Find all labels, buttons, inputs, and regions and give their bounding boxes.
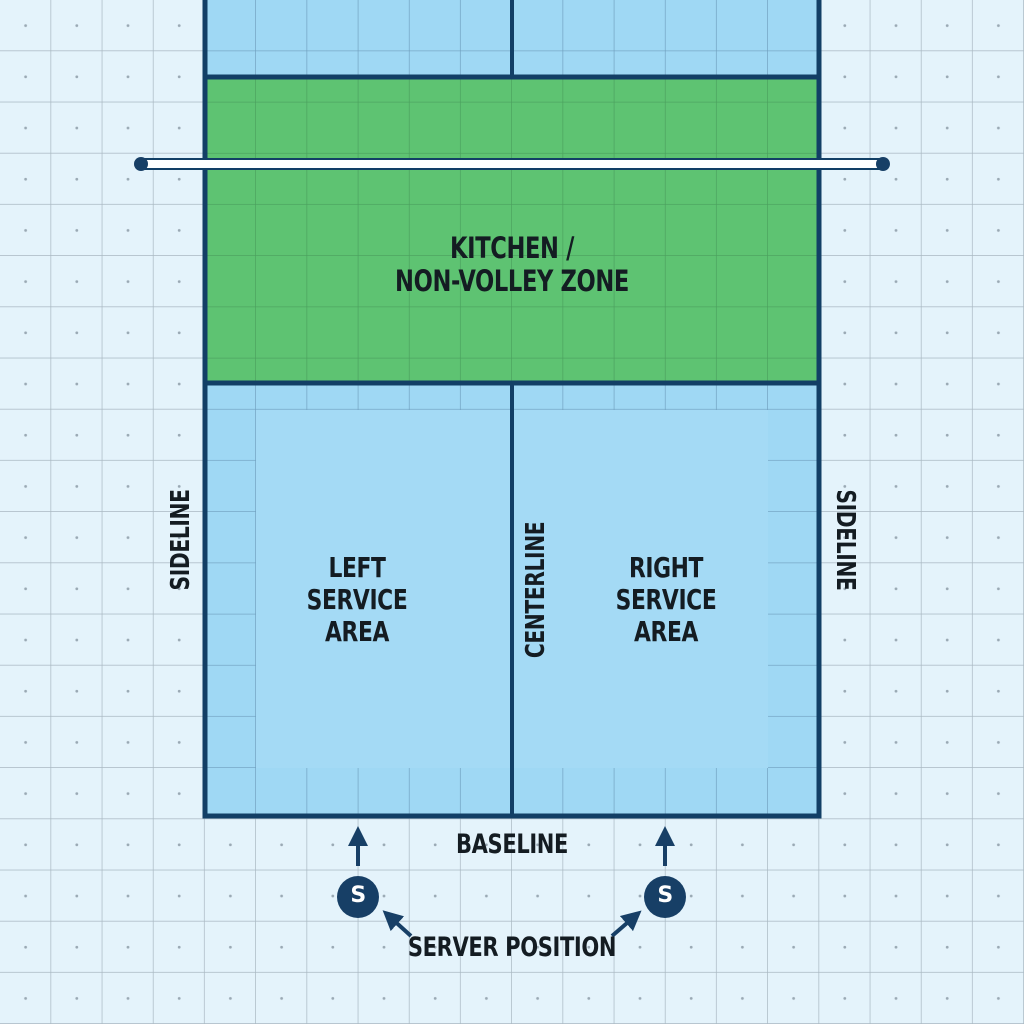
server-position-label: SERVER POSITION xyxy=(407,932,617,963)
sideline-left-label: SIDELINE xyxy=(166,489,197,591)
server-marker-right-letter: S xyxy=(657,883,673,908)
right-service-area-label: RIGHT SERVICE AREA xyxy=(566,551,766,649)
left-service-area-label: LEFT SERVICE AREA xyxy=(257,551,457,649)
court-lines xyxy=(202,0,822,819)
sideline-right-label: SIDELINE xyxy=(829,489,860,591)
centerline-label: CENTERLINE xyxy=(521,521,552,659)
net-post-right xyxy=(876,157,890,171)
kitchen-zone xyxy=(205,79,819,383)
right-service-line3: AREA xyxy=(634,615,698,649)
right-service-line2: SERVICE xyxy=(615,583,717,617)
left-service-line1: LEFT xyxy=(328,551,386,584)
server-direction-arrows xyxy=(348,826,675,938)
server-marker-left xyxy=(337,876,379,918)
baseline-label: BASELINE xyxy=(455,829,569,860)
right-service-line1: RIGHT xyxy=(628,551,704,584)
kitchen-label-line1: KITCHEN / xyxy=(450,231,574,265)
net xyxy=(134,157,890,171)
server-marker-left-letter: S xyxy=(350,883,366,908)
left-service-line3: AREA xyxy=(325,615,389,649)
server-marker-right xyxy=(644,876,686,918)
kitchen-label-line2: NON-VOLLEY ZONE xyxy=(395,264,629,299)
net-post-left xyxy=(134,157,148,171)
kitchen-label: KITCHEN / NON-VOLLEY ZONE xyxy=(312,231,712,299)
pointer-arrow-left-icon xyxy=(382,910,413,938)
pointer-arrow-right-icon xyxy=(610,910,642,938)
left-service-line2: SERVICE xyxy=(306,583,408,617)
